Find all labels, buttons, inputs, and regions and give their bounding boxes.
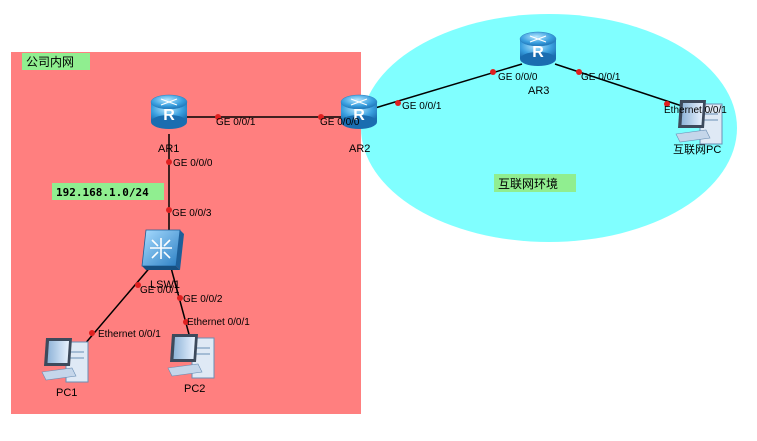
pc2-icon[interactable] [167, 334, 215, 379]
port-dot [135, 282, 141, 288]
internet-zone [361, 14, 737, 242]
switch-lsw-icon[interactable] [141, 229, 184, 270]
router-ar1-icon[interactable] [150, 94, 188, 130]
port-dot [177, 295, 183, 301]
port-ar3-ge001: GE 0/0/1 [581, 72, 621, 83]
internet-zone-title: 互联网环境 [498, 176, 558, 191]
port-dot [166, 207, 172, 213]
port-lsw-ge001: GE 0/0/1 [140, 285, 180, 296]
port-inetpc-eth: Ethernet 0/0/1 [664, 105, 727, 116]
port-ar2-ge000: GE 0/0/0 [320, 117, 360, 128]
port-ar2-ge001: GE 0/0/1 [402, 101, 442, 112]
port-dot [215, 114, 221, 120]
link-lsw-pc1 [77, 257, 159, 353]
port-lsw-ge003: GE 0/0/3 [172, 208, 212, 219]
label-internet-pc: 互联网PC [673, 143, 721, 156]
port-dot [183, 319, 189, 325]
lan-zone-title: 公司内网 [26, 55, 74, 69]
port-dot [318, 114, 324, 120]
lan-title-bg [22, 53, 90, 70]
port-dot [166, 159, 172, 165]
port-pc2-eth: Ethernet 0/0/1 [187, 317, 250, 328]
internet-title-bg [494, 174, 576, 192]
port-dot [576, 69, 582, 75]
router-ar3-icon[interactable] [519, 31, 557, 67]
port-dots [89, 69, 670, 336]
port-pc1-eth: Ethernet 0/0/1 [98, 329, 161, 340]
pc1-icon[interactable] [41, 338, 89, 383]
label-pc2: PC2 [184, 383, 205, 395]
port-ar1-ge000: GE 0/0/0 [173, 158, 213, 169]
internet-pc-icon[interactable] [675, 100, 723, 145]
label-lsw: LSW1 [150, 279, 180, 291]
label-ar2: AR2 [349, 143, 370, 155]
port-dot [664, 101, 670, 107]
label-pc1: PC1 [56, 387, 77, 399]
port-ar3-ge000: GE 0/0/0 [498, 72, 538, 83]
port-dot [395, 100, 401, 106]
subnet-label: 192.168.1.0/24 [56, 186, 149, 199]
port-dot [490, 69, 496, 75]
label-ar3: AR3 [528, 85, 549, 97]
port-dot [89, 330, 95, 336]
label-ar1: AR1 [158, 143, 179, 155]
port-lsw-ge002: GE 0/0/2 [183, 294, 223, 305]
port-ar1-ge001: GE 0/0/1 [216, 117, 256, 128]
subnet-label-bg [52, 183, 164, 200]
